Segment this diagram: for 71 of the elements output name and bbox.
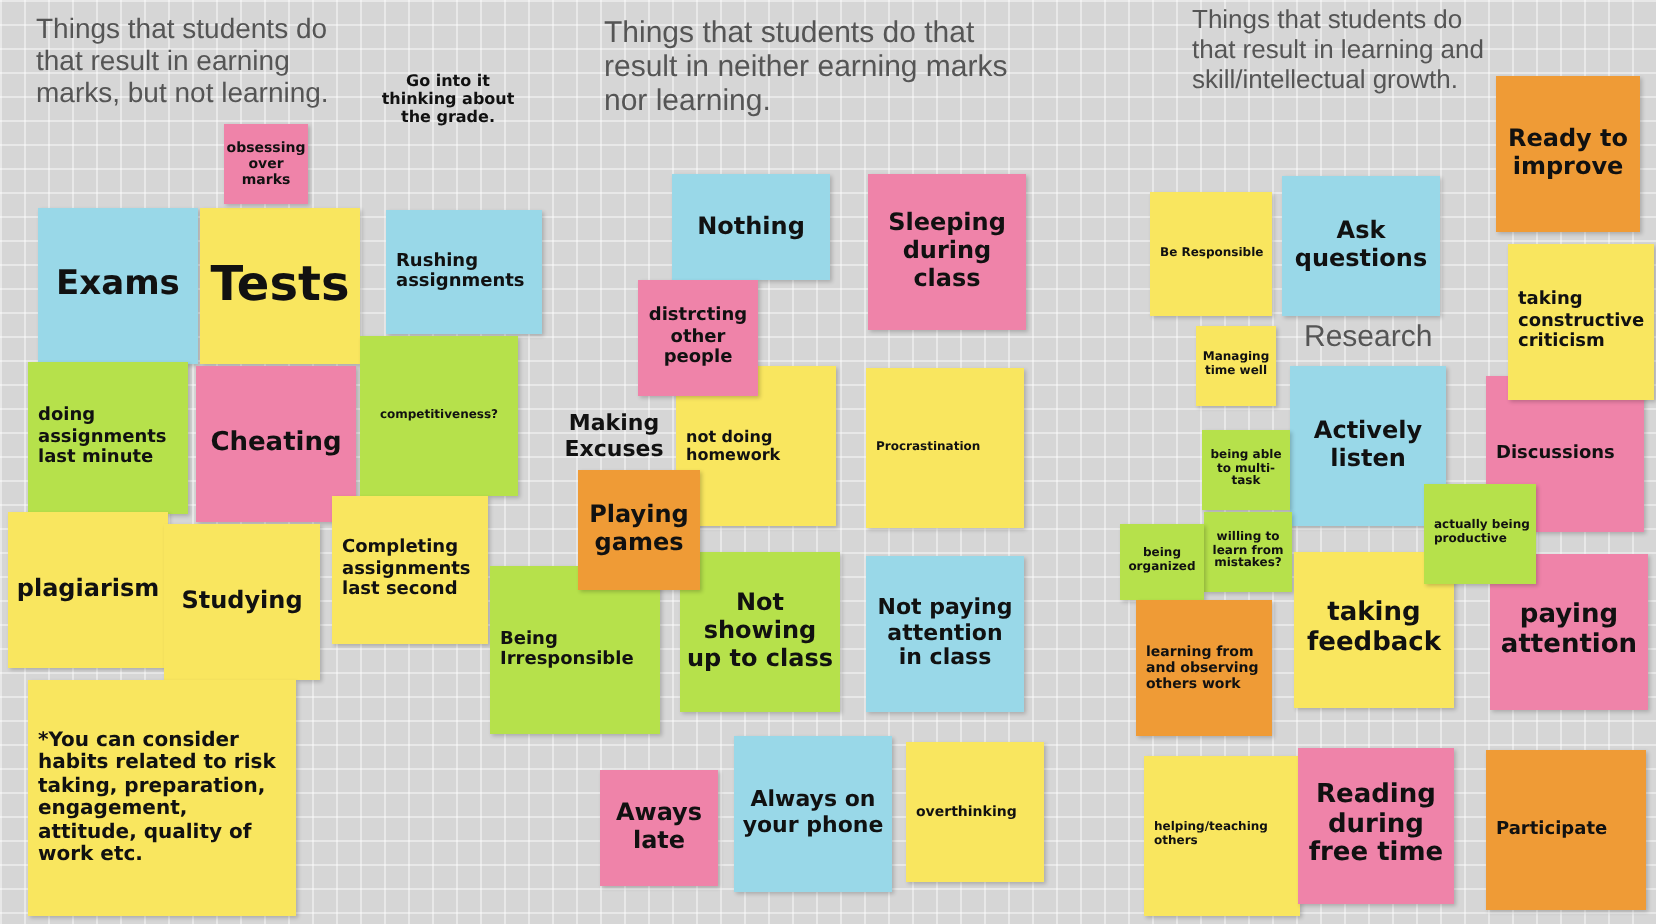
note-text: Being Irresponsible <box>500 629 636 671</box>
sticky-note <box>1490 554 1648 710</box>
sticky-note <box>734 736 892 892</box>
board-note: Research <box>1304 320 1435 354</box>
note-text: Exams <box>56 266 180 306</box>
sticky-note <box>1298 748 1454 904</box>
sticky-note <box>1144 756 1300 916</box>
sticky-note <box>386 210 542 334</box>
sticky-note <box>196 366 356 522</box>
sticky-note <box>672 174 830 280</box>
sticky-note <box>906 742 1044 882</box>
note-text: Studying <box>181 588 303 616</box>
sticky-note <box>866 368 1024 528</box>
note-text: plagiarism <box>16 576 160 604</box>
column-heading: Things that students do that result in earning marks, but not learning. <box>36 12 331 108</box>
board-note: Making Excuses <box>562 410 666 462</box>
note-text: Always on your phone <box>740 788 886 840</box>
sticky-note <box>1424 484 1536 584</box>
note-text: Not paying attention in class <box>875 596 1015 672</box>
sticky-note <box>1282 176 1440 316</box>
note-text: Cheating <box>210 429 342 459</box>
sticky-note <box>8 512 168 668</box>
sticky-note <box>490 566 660 734</box>
note-text: Ready to improve <box>1505 126 1631 182</box>
note-text: Aways late <box>613 800 705 856</box>
sticky-note <box>1508 244 1654 400</box>
sticky-note <box>200 208 360 364</box>
note-text: paying attention <box>1498 602 1640 662</box>
sticky-note <box>600 770 718 886</box>
note-text: Discussions <box>1496 443 1615 465</box>
note-text: not doing homework <box>686 427 783 465</box>
sticky-note <box>38 208 198 364</box>
note-text: Completing assignments last second <box>342 538 473 602</box>
sticky-note <box>28 362 188 514</box>
sticky-note <box>680 552 840 712</box>
note-text: taking constructive criticism <box>1518 290 1647 354</box>
sticky-note <box>1202 430 1290 510</box>
sticky-note <box>28 680 296 916</box>
note-text: Not showing up to class <box>686 590 834 674</box>
sticky-note <box>1294 552 1454 708</box>
sticky-note <box>224 124 308 204</box>
column-heading: Things that students do that result in neither earning marks nor learning. <box>604 16 1010 118</box>
note-text: Actively listen <box>1311 418 1425 474</box>
sticky-note <box>1196 326 1276 406</box>
sticky-note <box>1486 750 1646 910</box>
sticky-note <box>360 336 518 496</box>
note-text: Tests <box>210 258 350 314</box>
sticky-note <box>1136 600 1272 736</box>
sticky-note <box>1496 76 1640 232</box>
note-text: Ask questions <box>1292 218 1430 274</box>
note-text: taking feedback <box>1304 600 1444 660</box>
note-text: Participate <box>1496 819 1608 841</box>
sticky-note <box>868 174 1026 330</box>
note-text: Nothing <box>697 213 805 241</box>
note-text: distrcting other people <box>646 306 750 370</box>
sticky-note <box>578 470 700 590</box>
note-text: *You can consider habits related to risk taking, preparation, engagement, attitude, quality of work etc. <box>38 729 278 867</box>
sticky-note <box>866 556 1024 712</box>
sticky-note <box>638 280 758 396</box>
sticky-note <box>1120 524 1204 600</box>
note-text: Rushing assignments <box>396 251 527 293</box>
note-text: Reading during free time <box>1306 781 1446 871</box>
note-text: Playing games <box>587 502 691 558</box>
sticky-note <box>164 524 320 680</box>
board-note: Go into it thinking about the grade. <box>380 72 516 126</box>
sticky-note <box>1204 512 1292 592</box>
note-text: Sleeping during class <box>886 210 1008 294</box>
sticky-note <box>1150 192 1272 316</box>
column-heading: Things that students do that result in learning and skill/intellectual growth. <box>1192 4 1486 94</box>
note-text: doing assignments last minute <box>38 406 169 470</box>
sticky-note <box>332 496 488 644</box>
